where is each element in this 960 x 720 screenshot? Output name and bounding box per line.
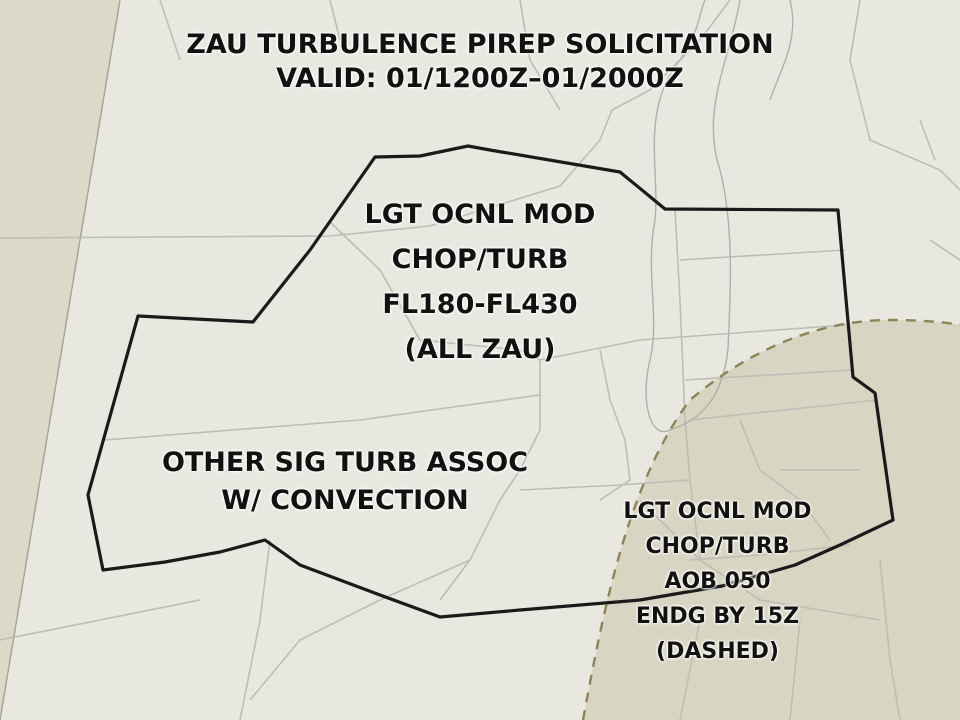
zau-boundary — [86, 144, 895, 619]
main-area-line: FL180-FL430 — [382, 289, 578, 320]
map-title: ZAU TURBULENCE PIREP SOLICITATION VALID:… — [120, 28, 840, 96]
low-level-line: AOB 050 — [664, 569, 771, 594]
low-level-area-dashed-line — [581, 318, 960, 720]
low-level-line: LGT OCNL MOD — [623, 499, 812, 524]
western-terrain-edge — [0, 0, 121, 720]
low-level-line: (DASHED) — [656, 639, 779, 664]
convection-line: OTHER SIG TURB ASSOC — [161, 447, 529, 478]
title-line-1: ZAU TURBULENCE PIREP SOLICITATION — [186, 29, 774, 60]
main-area-line: (ALL ZAU) — [404, 334, 556, 365]
title-line-2: VALID: 01/1200Z–01/2000Z — [276, 63, 684, 94]
convection-line: W/ CONVECTION — [221, 485, 469, 516]
main-area-line: LGT OCNL MOD — [364, 199, 596, 230]
low-level-line: ENDG BY 15Z — [635, 604, 800, 629]
low-level-area-fill — [583, 320, 960, 720]
low-level-line: CHOP/TURB — [645, 534, 790, 559]
lake-shoreline — [645, 0, 794, 433]
main-area-line: CHOP/TURB — [391, 244, 569, 275]
convection-label: OTHER SIG TURB ASSOC W/ CONVECTION — [140, 444, 550, 520]
main-area-label: LGT OCNL MOD CHOP/TURB FL180-FL430 (ALL … — [330, 192, 630, 372]
low-level-area-label: LGT OCNL MOD CHOP/TURB AOB 050 ENDG BY 1… — [590, 494, 845, 669]
